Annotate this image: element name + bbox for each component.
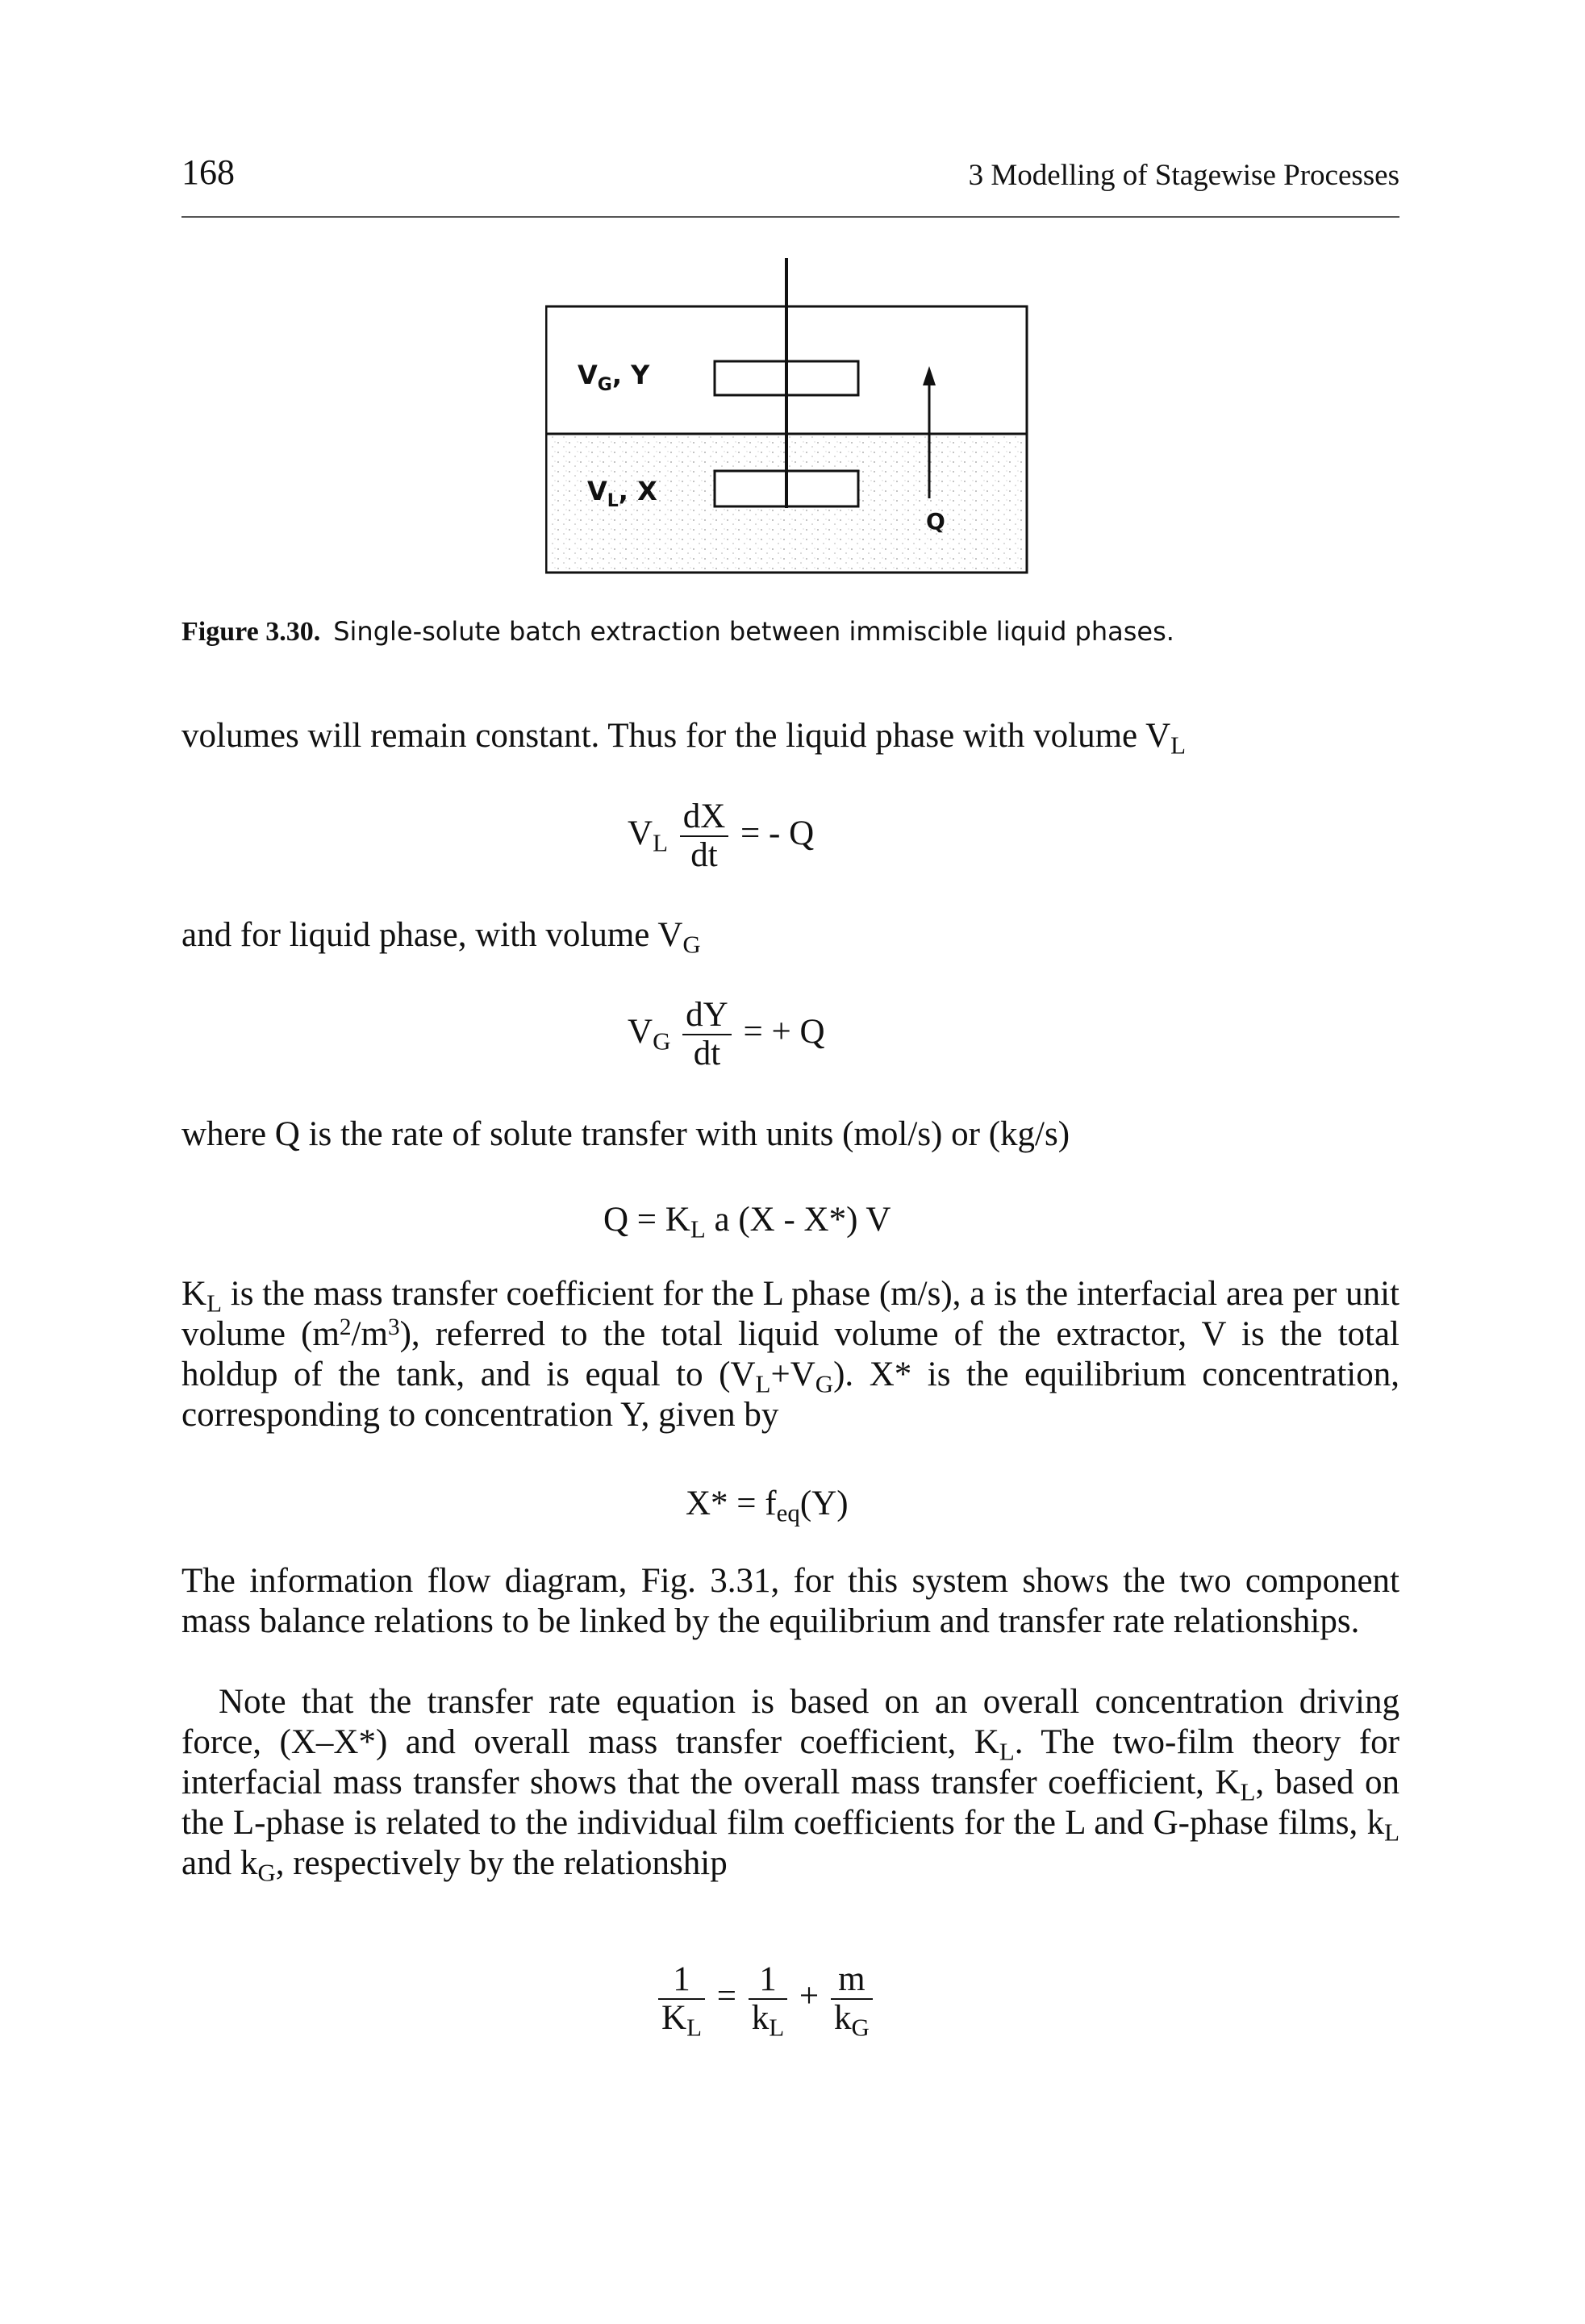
page-number: 168 bbox=[181, 152, 235, 192]
header-rule bbox=[181, 216, 1399, 218]
caption-text: Single-solute batch extraction between i… bbox=[333, 616, 1174, 647]
chapter-title: 3 Modelling of Stagewise Processes bbox=[968, 159, 1399, 192]
paragraph-kl-definition: KL is the mass transfer coefficient for … bbox=[181, 1275, 1399, 1434]
equation-transfer-rate: Q = KL a (X - X*) V bbox=[603, 1201, 891, 1243]
caption-label: Figure 3.30. bbox=[181, 617, 321, 647]
text-line-volumes: volumes will remain constant. Thus for t… bbox=[181, 717, 1187, 760]
figure-caption: Figure 3.30. Single-solute batch extracti… bbox=[181, 616, 1174, 648]
figure-batch-extraction: VG, Y VL, X Q bbox=[544, 256, 1029, 579]
paragraph-information-flow: The information flow diagram, Fig. 3.31,… bbox=[181, 1562, 1399, 1640]
paragraph-two-film-theory: Note that the transfer rate equation is … bbox=[181, 1683, 1400, 1887]
liquid-phase-label: VL, X bbox=[587, 476, 657, 511]
figure-diagram: VG, Y VL, X Q bbox=[544, 258, 1028, 574]
gas-phase-label: VG, Y bbox=[578, 360, 650, 395]
equation-equilibrium: X* = feq(Y) bbox=[686, 1485, 849, 1527]
transfer-label-q: Q bbox=[926, 508, 945, 535]
text-line-liquid-phase: and for liquid phase, with volume VG bbox=[181, 916, 701, 959]
transfer-arrow-head bbox=[923, 366, 936, 385]
text-line-transfer-rate: where Q is the rate of solute transfer w… bbox=[181, 1115, 1070, 1153]
